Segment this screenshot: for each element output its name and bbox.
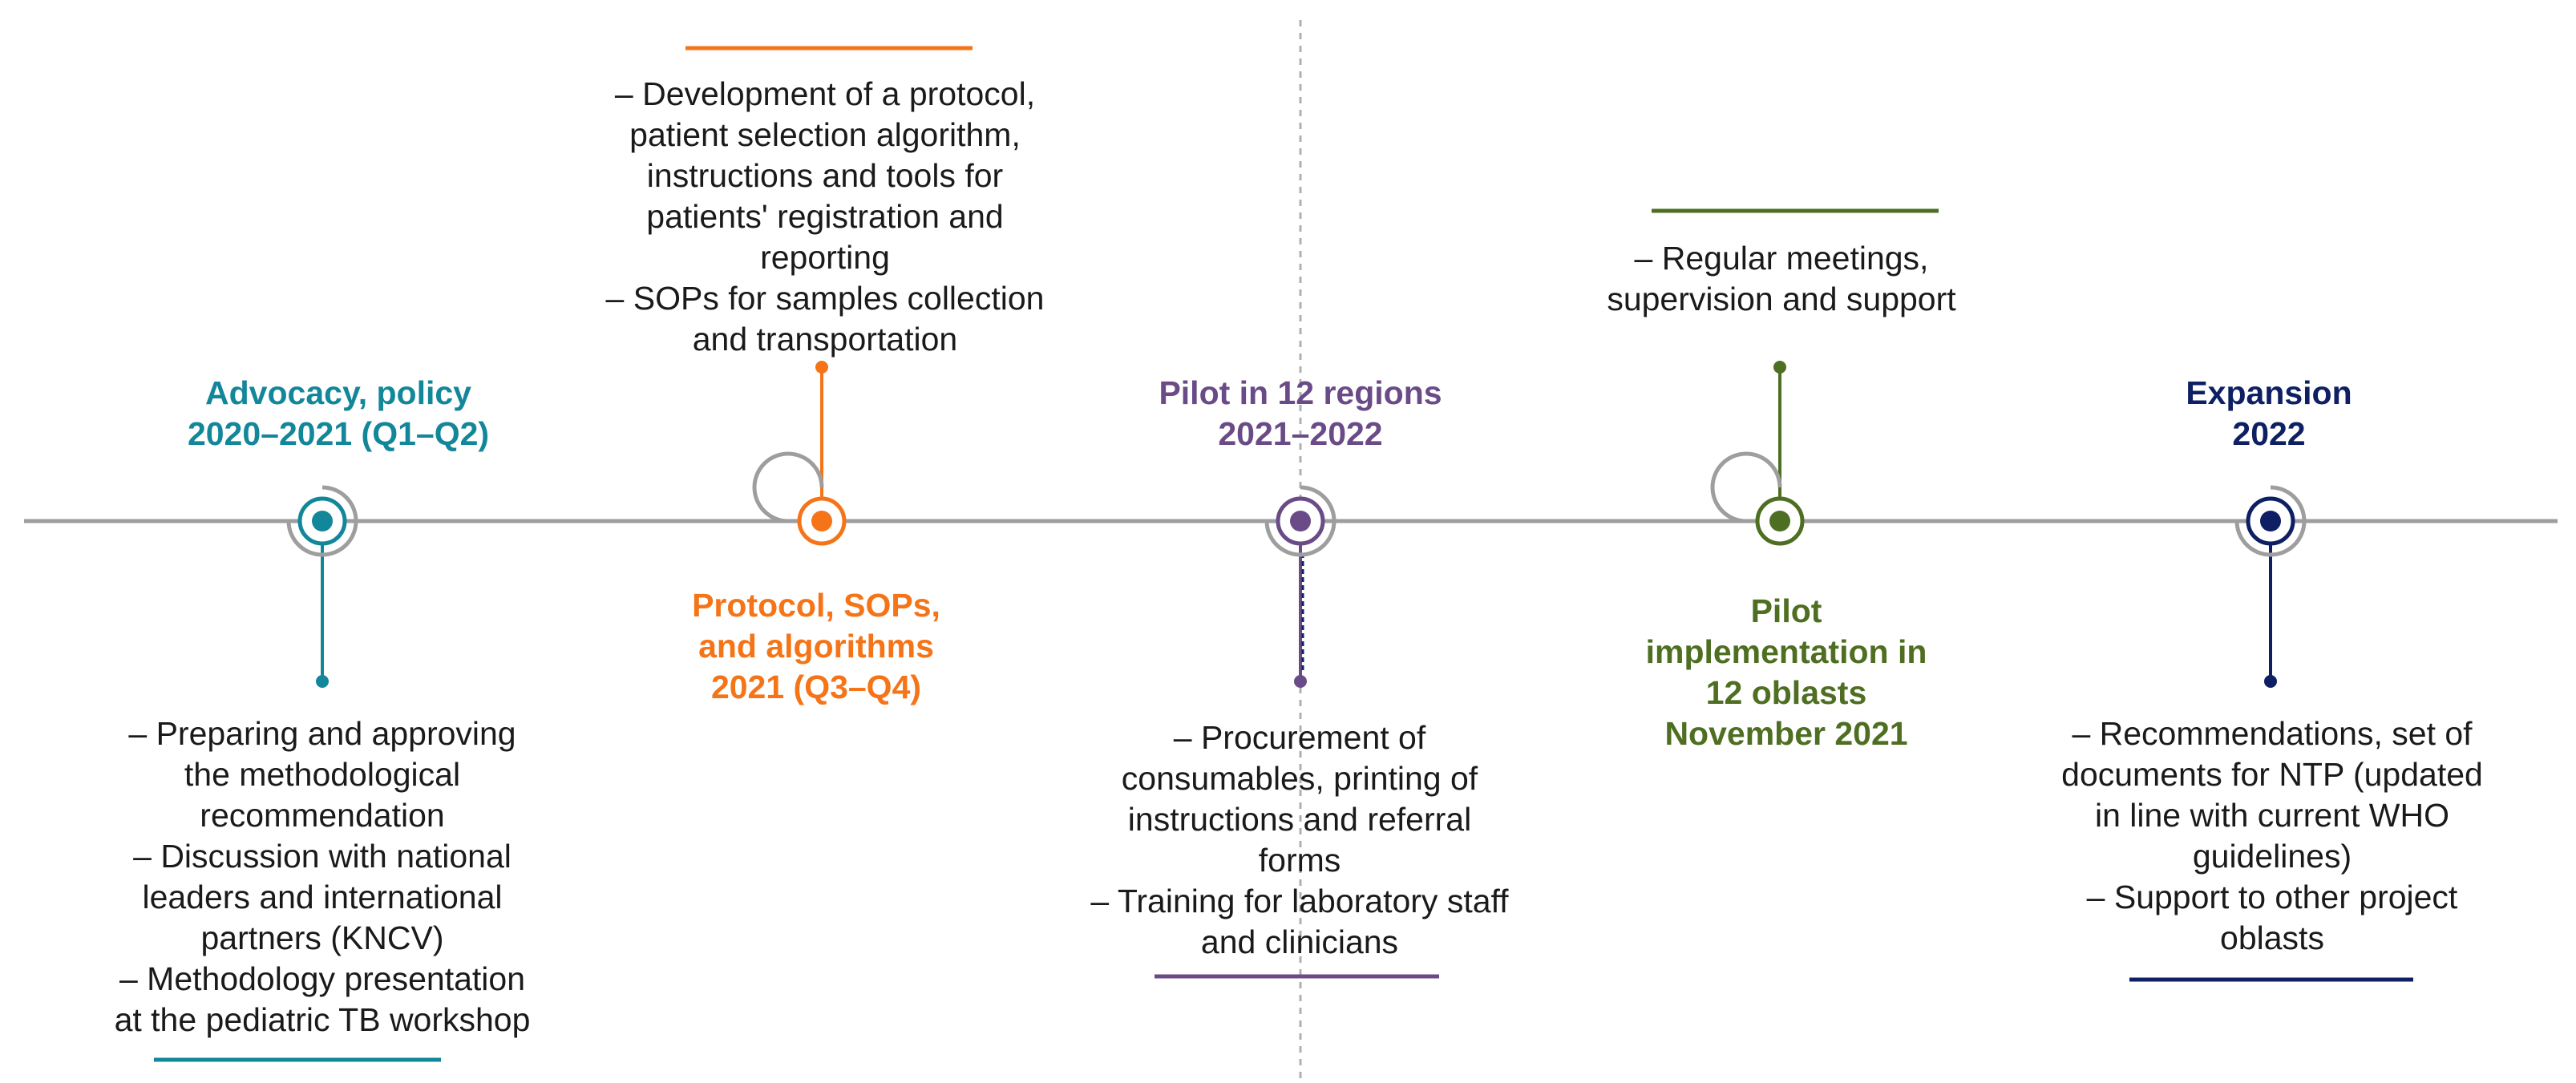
advocacy-description: – Preparing and approving the methodolog… xyxy=(42,713,603,1041)
expansion-text-line: – Support to other project xyxy=(2086,879,2458,915)
advocacy-text-line: – Discussion with national xyxy=(133,838,512,875)
protocol-text-line: patient selection algorithm, xyxy=(629,116,1021,153)
expansion-text-line: documents for NTP (updated xyxy=(2061,756,2483,793)
expansion-text-line: in line with current WHO xyxy=(2094,797,2449,834)
protocol-description: – Development of a protocol, patient sel… xyxy=(544,74,1106,360)
advocacy-title-line: Advocacy, policy xyxy=(205,374,471,411)
protocol-text-line: patients' registration and xyxy=(646,198,1004,235)
pilot-oblasts-title-line: November 2021 xyxy=(1664,715,1908,752)
pilot-regions-text-line: – Procurement of xyxy=(1173,719,1426,756)
expansion-title-line: 2022 xyxy=(2232,415,2306,452)
pilot-regions-description: – Procurement of consumables, printing o… xyxy=(1019,717,1580,963)
milestone-marker-expansion xyxy=(2234,485,2307,688)
protocol-title: Protocol, SOPs, and algorithms 2021 (Q3–… xyxy=(576,585,1057,708)
pilot-oblasts-text-line: supervision and support xyxy=(1607,281,1956,317)
pilot-regions-text-line: and clinicians xyxy=(1200,923,1399,960)
pilot-regions-title: Pilot in 12 regions 2021–2022 xyxy=(1060,373,1541,455)
pilot-regions-title-line: 2021–2022 xyxy=(1218,415,1383,452)
expansion-title-line: Expansion xyxy=(2186,374,2352,411)
pilot-oblasts-title-line: implementation in xyxy=(1645,633,1927,670)
expansion-title: Expansion 2022 xyxy=(2028,373,2509,455)
expansion-text-line: – Recommendations, set of xyxy=(2072,715,2473,752)
expansion-description: – Recommendations, set of documents for … xyxy=(1992,713,2553,959)
pilot-oblasts-title-line: Pilot xyxy=(1750,592,1822,629)
pilot-regions-title-line: Pilot in 12 regions xyxy=(1159,374,1442,411)
advocacy-text-line: – Preparing and approving xyxy=(128,715,516,752)
protocol-title-line: Protocol, SOPs, xyxy=(692,587,940,624)
milestone-marker-protocol xyxy=(752,361,847,546)
advocacy-text-line: leaders and international xyxy=(142,879,503,915)
advocacy-title: Advocacy, policy 2020–2021 (Q1–Q2) xyxy=(98,373,579,455)
expansion-text-line: oblasts xyxy=(2220,919,2324,956)
pilot-regions-text-line: forms xyxy=(1258,842,1341,879)
pilot-regions-text-line: – Training for laboratory staff xyxy=(1090,883,1509,919)
advocacy-text-line: the methodological xyxy=(184,756,461,793)
pilot-oblasts-title: Pilot implementation in 12 oblasts Novem… xyxy=(1546,591,2027,754)
pilot-oblasts-title-line: 12 oblasts xyxy=(1705,674,1867,711)
protocol-text-line: – SOPs for samples collection xyxy=(605,280,1045,317)
milestone-marker-pilot-regions xyxy=(1264,485,1337,688)
pilot-regions-text-line: instructions and referral xyxy=(1127,801,1472,838)
pilot-oblasts-description: – Regular meetings, supervision and supp… xyxy=(1501,238,2062,320)
protocol-text-line: instructions and tools for xyxy=(646,157,1004,194)
protocol-text-line: – Development of a protocol, xyxy=(614,75,1036,112)
protocol-title-line: and algorithms xyxy=(698,628,934,665)
milestone-marker-pilot-oblasts xyxy=(1710,361,1805,546)
pilot-regions-text-line: consumables, printing of xyxy=(1121,760,1478,797)
protocol-text-line: and transportation xyxy=(692,321,958,358)
advocacy-text-line: – Methodology presentation xyxy=(119,960,525,997)
protocol-title-line: 2021 (Q3–Q4) xyxy=(710,669,922,705)
advocacy-text-line: partners (KNCV) xyxy=(200,919,444,956)
pilot-oblasts-text-line: – Regular meetings, xyxy=(1634,240,1929,277)
protocol-text-line: reporting xyxy=(760,239,890,276)
expansion-text-line: guidelines) xyxy=(2192,838,2352,875)
milestone-marker-advocacy xyxy=(286,485,358,688)
advocacy-text-line: recommendation xyxy=(200,797,445,834)
advocacy-text-line: at the pediatric TB workshop xyxy=(114,1001,531,1038)
advocacy-title-line: 2020–2021 (Q1–Q2) xyxy=(187,415,490,452)
